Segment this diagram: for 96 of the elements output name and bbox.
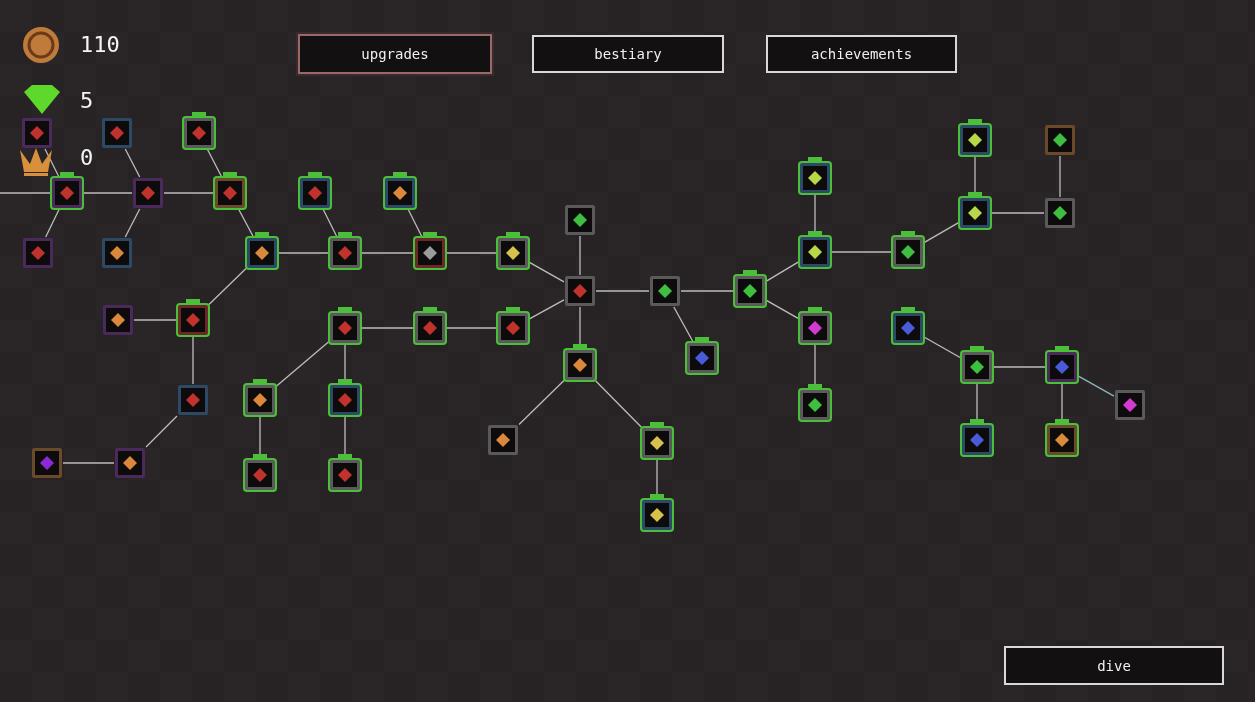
- connector-line: [923, 336, 962, 359]
- skill-tile: [1045, 198, 1075, 228]
- skill-tile: [642, 500, 672, 530]
- skill-tile: [330, 385, 360, 415]
- skill-tile: [102, 238, 132, 268]
- skill-tile: [330, 313, 360, 343]
- connector-line: [277, 252, 330, 254]
- skill-tile: [1045, 125, 1075, 155]
- connector-line: [208, 267, 247, 306]
- skill-tile: [642, 428, 672, 458]
- skill-tile: [962, 352, 992, 382]
- skill-tile: [687, 343, 717, 373]
- skill-tile: [735, 276, 765, 306]
- connector-line: [595, 290, 650, 292]
- connector-line: [407, 208, 423, 238]
- skill-tile: [22, 118, 52, 148]
- skill-tile: [245, 460, 275, 490]
- skill-tile: [565, 276, 595, 306]
- connector-line: [360, 327, 415, 329]
- counter-value: 110: [80, 32, 120, 58]
- skill-tile: [1115, 390, 1145, 420]
- skill-tile: [893, 237, 923, 267]
- connector-line: [124, 148, 141, 178]
- tab-button: bestiary: [532, 35, 724, 73]
- connector-line: [360, 252, 415, 254]
- connector-line: [44, 148, 60, 178]
- connector-line: [518, 379, 565, 426]
- skill-tile: [565, 350, 595, 380]
- skill-tile: [330, 460, 360, 490]
- skill-tile: [962, 425, 992, 455]
- connector-line: [192, 335, 194, 385]
- skill-tile: [133, 178, 163, 208]
- counter-value: 0: [80, 145, 94, 171]
- connector-line: [237, 208, 255, 238]
- skill-tile: [960, 125, 990, 155]
- connector-line: [765, 260, 800, 283]
- skill-tile: [415, 238, 445, 268]
- skill-tile: [498, 313, 528, 343]
- connector-line: [206, 148, 223, 178]
- connector-line: [673, 306, 694, 343]
- skill-tile: [893, 313, 923, 343]
- skill-tile: [498, 238, 528, 268]
- connector-line: [45, 208, 60, 238]
- skill-tile: [800, 163, 830, 193]
- tab-button: achievements: [766, 35, 957, 73]
- connector-line: [62, 462, 115, 464]
- skill-tile: [178, 385, 208, 415]
- skill-tile: [245, 385, 275, 415]
- dive-button: dive: [1004, 646, 1224, 685]
- skill-tile: [960, 198, 990, 228]
- skill-tile: [103, 305, 133, 335]
- skill-tile: [215, 178, 245, 208]
- connector-line: [445, 252, 498, 254]
- connector-line: [124, 208, 141, 238]
- skill-tile: [247, 238, 277, 268]
- connector-line: [133, 319, 178, 321]
- skill-tile: [385, 178, 415, 208]
- connector-line: [445, 327, 498, 329]
- skill-tile: [1047, 352, 1077, 382]
- connector-line: [680, 290, 735, 292]
- skill-tile: [52, 178, 82, 208]
- connector-line: [82, 192, 133, 194]
- skill-tile: [1047, 425, 1077, 455]
- skill-tile: [178, 305, 208, 335]
- skill-tile: [565, 205, 595, 235]
- skill-tile: [32, 448, 62, 478]
- selected-tab-button: upgrades: [298, 34, 492, 74]
- connector-line: [923, 221, 960, 244]
- skill-tile: [184, 118, 214, 148]
- skill-tile: [102, 118, 132, 148]
- skill-tile: [800, 237, 830, 267]
- connector-line: [830, 251, 893, 253]
- connector-line: [275, 340, 330, 388]
- connector-line: [765, 299, 800, 320]
- connector-line: [990, 212, 1045, 214]
- connector-line: [145, 415, 178, 448]
- connector-line: [1077, 375, 1115, 397]
- skill-tile: [488, 425, 518, 455]
- connector-line: [322, 208, 338, 238]
- skill-tile: [330, 238, 360, 268]
- skill-tile: [800, 390, 830, 420]
- skill-tile: [115, 448, 145, 478]
- skill-tile: [800, 313, 830, 343]
- connector-line: [579, 235, 581, 276]
- counter-value: 5: [80, 88, 94, 114]
- skill-tile: [23, 238, 53, 268]
- skill-tile: [650, 276, 680, 306]
- connector-line: [163, 192, 215, 194]
- connector-line: [595, 380, 642, 428]
- connector-line: [528, 261, 565, 283]
- skill-tile: [300, 178, 330, 208]
- skill-tile: [415, 313, 445, 343]
- connector-line: [0, 192, 52, 194]
- connector-line: [992, 366, 1047, 368]
- connector-line: [1059, 155, 1061, 198]
- connector-line: [528, 299, 565, 320]
